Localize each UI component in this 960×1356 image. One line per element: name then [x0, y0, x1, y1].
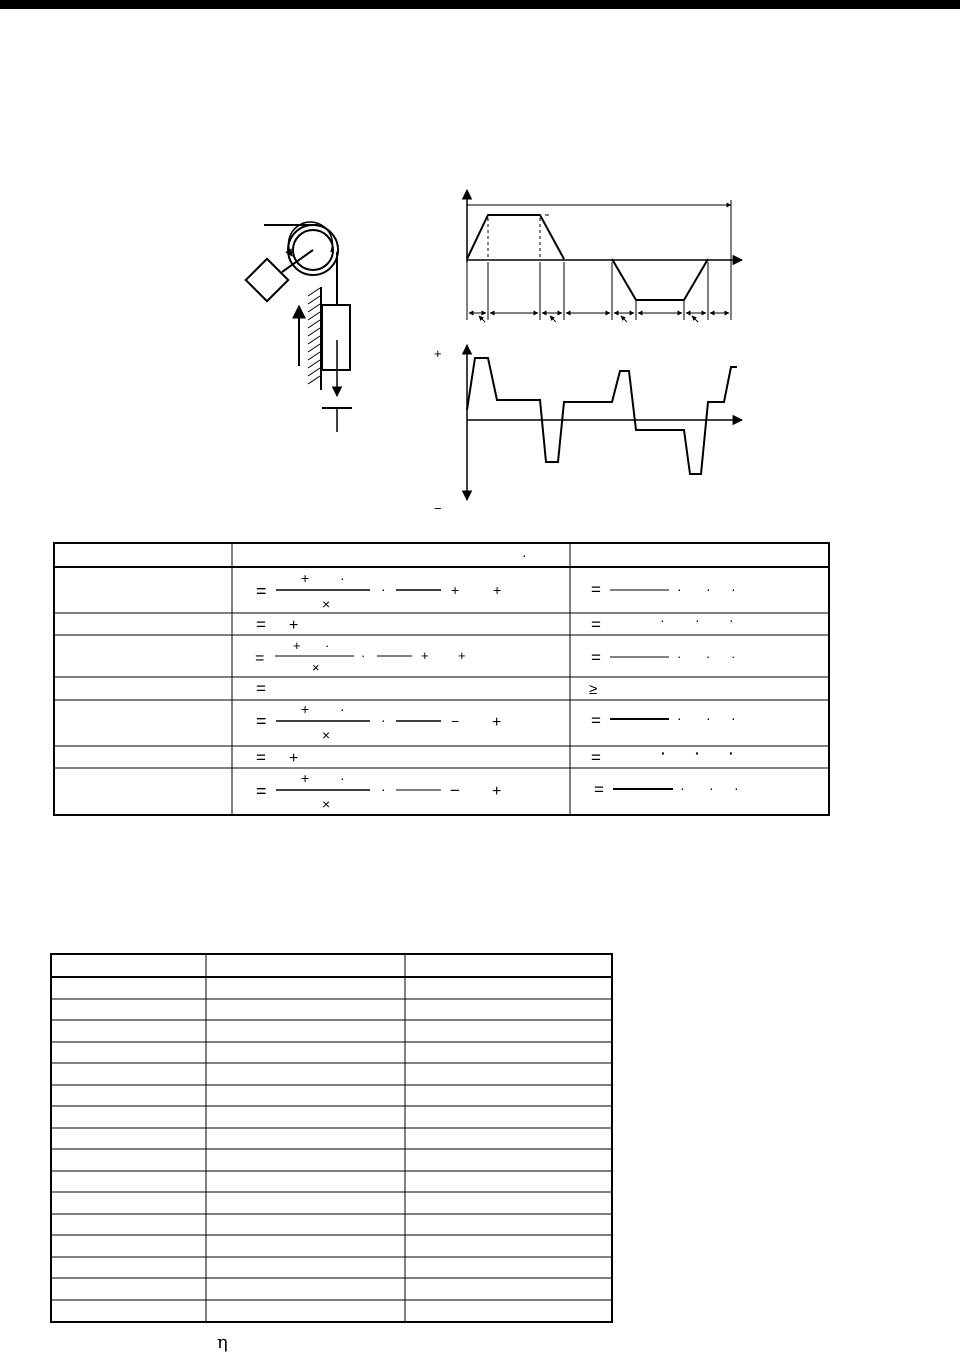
row6-eq: = — [256, 748, 266, 767]
row7-eq: = — [256, 781, 267, 801]
row5-plus-c: + — [492, 714, 501, 731]
row3-plus-a: + — [293, 638, 301, 653]
speed-forward-curve — [466, 214, 565, 260]
row2-right-eq: = — [591, 615, 601, 634]
row5-rdot-1: · — [677, 710, 682, 726]
row2-plus: + — [289, 617, 298, 634]
row6-rdot-2: · — [695, 745, 700, 761]
formula-row-4: = ≥ — [256, 679, 597, 698]
row3-eq: = — [255, 650, 264, 667]
row3-rdot-2: · — [706, 649, 710, 664]
row7-times: × — [322, 796, 330, 812]
formula-row-3: = + · × · + + = · · · — [255, 638, 735, 675]
guide-hatching — [307, 287, 321, 385]
torque-curve — [466, 357, 737, 475]
row7-right-eq: = — [594, 780, 604, 799]
page-top-rule — [0, 0, 960, 9]
motor-block — [244, 257, 290, 303]
result-table — [50, 953, 613, 1323]
row3-rdot-1: · — [677, 649, 681, 664]
row3-dot-mid: · — [361, 648, 365, 663]
time-ticks — [466, 262, 732, 320]
torque-plus-sign: + — [434, 346, 442, 361]
formula-table-frame — [53, 542, 830, 816]
row1-rdot-1: · — [677, 581, 682, 597]
row5-eq: = — [256, 711, 267, 731]
row6-rdot-3: · — [729, 745, 734, 761]
row1-plus-b: + — [451, 582, 459, 598]
efficiency-eta-symbol: η — [217, 1332, 228, 1353]
row3-dot-a: · — [325, 638, 329, 653]
row1-right-eq: = — [591, 580, 601, 599]
speed-pattern — [461, 188, 744, 323]
formula-row-7: = + · × · − + = · · · — [256, 770, 739, 812]
drum-inner — [292, 229, 334, 271]
row6-rdot-1: · — [661, 745, 666, 761]
row4-ge: ≥ — [589, 681, 597, 698]
row3-right-eq: = — [591, 648, 601, 667]
row3-plus-b: + — [421, 648, 429, 663]
row5-dot-mid: · — [381, 712, 386, 728]
formula-row-1: = + · × · + + = · · · — [256, 570, 736, 612]
row5-plus-a: + — [301, 701, 309, 717]
hoist-diagram — [244, 221, 352, 432]
header-dot: · — [522, 547, 527, 563]
row1-rdot-3: · — [731, 581, 736, 597]
row5-dot-a: · — [340, 701, 345, 717]
row6-right-eq: = — [591, 748, 601, 767]
row7-rdot-1: · — [680, 780, 685, 796]
row5-rdot-2: · — [706, 710, 711, 726]
row2-eq: = — [256, 615, 266, 634]
row1-rdot-2: · — [706, 581, 711, 597]
row2-rdot-1: · — [660, 612, 665, 628]
row7-plus-a: + — [301, 770, 309, 786]
label-pointers — [478, 315, 699, 323]
row4-eq: = — [256, 679, 266, 698]
formula-table: · = + · × · + + = · · · = + = · · · — [53, 542, 830, 816]
row1-dot-mid: · — [381, 581, 386, 597]
torque-pattern — [461, 343, 744, 502]
row5-right-eq: = — [591, 711, 601, 730]
formula-row-6: = + = · · · — [256, 745, 734, 767]
row5-times: × — [322, 727, 330, 743]
row1-times: × — [322, 596, 330, 612]
row7-minus: − — [450, 781, 460, 800]
formula-row-2: = + = · · · — [256, 612, 734, 634]
row6-plus: + — [289, 750, 298, 767]
formula-row-5: = + · × · − + = · · · — [256, 701, 736, 743]
row3-plus-c: + — [458, 648, 466, 663]
torque-minus-sign: − — [434, 501, 442, 516]
row3-times: × — [312, 660, 320, 675]
result-table-frame — [50, 953, 613, 1323]
row2-rdot-2: · — [695, 612, 700, 628]
row1-eq: = — [256, 581, 267, 601]
row7-dot-a: · — [340, 770, 345, 786]
result-row-rules — [51, 998, 612, 1301]
row1-plus-c: + — [493, 582, 501, 598]
motor-shaft — [281, 249, 314, 273]
row1-dot-a: · — [340, 570, 345, 586]
formula-table-grid — [54, 543, 829, 815]
row7-plus-c: + — [492, 783, 501, 800]
row5-minus: − — [451, 713, 459, 729]
row1-plus-a: + — [301, 570, 309, 586]
row7-dot-mid: · — [381, 781, 386, 797]
row7-rdot-2: · — [709, 780, 714, 796]
row7-rdot-3: · — [734, 780, 739, 796]
row3-rdot-3: · — [731, 649, 735, 664]
row5-rdot-3: · — [731, 710, 736, 726]
load-block — [321, 304, 351, 371]
rotation-arrow — [285, 221, 334, 257]
speed-reverse-curve — [611, 258, 709, 301]
row2-rdot-3: · — [729, 612, 734, 628]
